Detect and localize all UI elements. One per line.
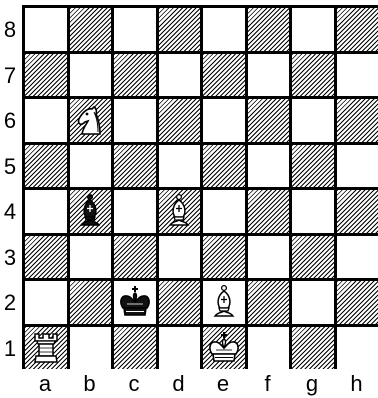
black-bishop-icon[interactable] — [70, 191, 110, 231]
square-c1[interactable] — [114, 327, 156, 370]
square-e6[interactable] — [203, 99, 245, 142]
square-f7[interactable] — [248, 54, 290, 97]
file-label: a — [25, 372, 65, 396]
file-label: d — [159, 372, 199, 396]
square-g1[interactable] — [292, 327, 334, 370]
square-g2[interactable] — [292, 281, 334, 324]
rank-label: 2 — [0, 292, 20, 314]
square-h1[interactable] — [337, 327, 378, 370]
file-label: b — [70, 372, 110, 396]
square-f4[interactable] — [248, 190, 290, 233]
square-a8[interactable] — [25, 8, 67, 51]
square-g8[interactable] — [292, 8, 334, 51]
white-bishop-icon[interactable] — [204, 282, 244, 322]
square-a6[interactable] — [25, 99, 67, 142]
square-a2[interactable] — [25, 281, 67, 324]
white-knight-icon[interactable] — [70, 100, 110, 140]
rank-label: 3 — [0, 247, 20, 269]
square-h5[interactable] — [337, 145, 378, 188]
rank-label: 6 — [0, 110, 20, 132]
white-bishop-icon[interactable] — [159, 191, 199, 231]
rank-label: 1 — [0, 338, 20, 360]
square-g5[interactable] — [292, 145, 334, 188]
square-e5[interactable] — [203, 145, 245, 188]
square-f8[interactable] — [248, 8, 290, 51]
rank-label: 7 — [0, 65, 20, 87]
square-d6[interactable] — [159, 99, 201, 142]
square-a4[interactable] — [25, 190, 67, 233]
file-label: h — [337, 372, 377, 396]
square-h2[interactable] — [337, 281, 378, 324]
rank-label: 4 — [0, 201, 20, 223]
square-c5[interactable] — [114, 145, 156, 188]
rank-label: 8 — [0, 19, 20, 41]
file-label: f — [248, 372, 288, 396]
square-b1[interactable] — [70, 327, 112, 370]
file-label: c — [114, 372, 154, 396]
square-c3[interactable] — [114, 236, 156, 279]
square-g4[interactable] — [292, 190, 334, 233]
square-d1[interactable] — [159, 327, 201, 370]
square-e7[interactable] — [203, 54, 245, 97]
square-e3[interactable] — [203, 236, 245, 279]
square-c8[interactable] — [114, 8, 156, 51]
square-h3[interactable] — [337, 236, 378, 279]
square-f2[interactable] — [248, 281, 290, 324]
square-e4[interactable] — [203, 190, 245, 233]
square-g7[interactable] — [292, 54, 334, 97]
square-b7[interactable] — [70, 54, 112, 97]
rank-label: 5 — [0, 156, 20, 178]
square-h4[interactable] — [337, 190, 378, 233]
square-c4[interactable] — [114, 190, 156, 233]
chess-board — [22, 5, 378, 369]
square-a7[interactable] — [25, 54, 67, 97]
square-h8[interactable] — [337, 8, 378, 51]
square-d3[interactable] — [159, 236, 201, 279]
square-d5[interactable] — [159, 145, 201, 188]
square-d2[interactable] — [159, 281, 201, 324]
square-b8[interactable] — [70, 8, 112, 51]
file-label: g — [292, 372, 332, 396]
white-rook-icon[interactable] — [26, 328, 66, 368]
square-f6[interactable] — [248, 99, 290, 142]
square-c7[interactable] — [114, 54, 156, 97]
black-king-icon[interactable] — [115, 282, 155, 322]
file-label: e — [203, 372, 243, 396]
square-b5[interactable] — [70, 145, 112, 188]
square-e8[interactable] — [203, 8, 245, 51]
square-g6[interactable] — [292, 99, 334, 142]
square-h6[interactable] — [337, 99, 378, 142]
square-a5[interactable] — [25, 145, 67, 188]
square-g3[interactable] — [292, 236, 334, 279]
square-f1[interactable] — [248, 327, 290, 370]
square-d7[interactable] — [159, 54, 201, 97]
white-king-icon[interactable] — [204, 328, 244, 368]
square-f3[interactable] — [248, 236, 290, 279]
square-h7[interactable] — [337, 54, 378, 97]
square-b2[interactable] — [70, 281, 112, 324]
square-c6[interactable] — [114, 99, 156, 142]
square-f5[interactable] — [248, 145, 290, 188]
square-a3[interactable] — [25, 236, 67, 279]
square-d8[interactable] — [159, 8, 201, 51]
square-b3[interactable] — [70, 236, 112, 279]
